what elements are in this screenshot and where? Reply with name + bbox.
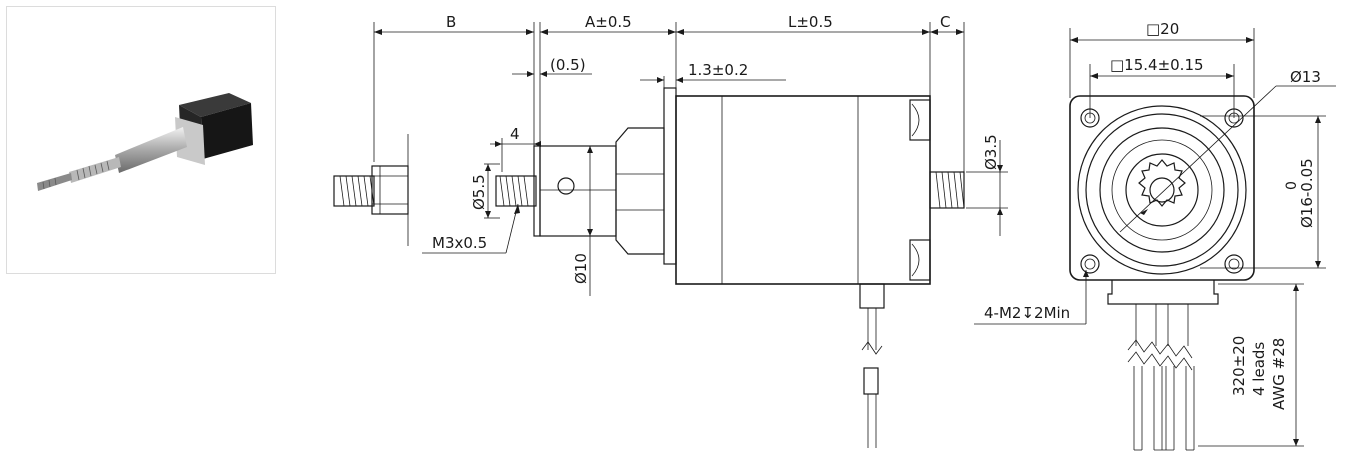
lead-length-label: 320±20 — [1230, 336, 1248, 396]
dim-pilot-diameter-label: Ø13 — [1290, 68, 1321, 86]
dimension-boss-diameter: Ø10 — [572, 146, 593, 296]
dim-a-label: A±0.5 — [585, 13, 632, 31]
depth-icon: ↧ — [1021, 304, 1034, 322]
front-square-plate — [1069, 95, 1255, 281]
dimension-square-20: □20 — [1069, 20, 1255, 98]
dim-square-label: □20 — [1146, 20, 1179, 38]
dim-hole-pitch-label: □15.4±0.15 — [1110, 56, 1204, 74]
coupling-and-flange — [615, 87, 677, 265]
dim-front-boss-upper-label: 0 — [1284, 181, 1300, 190]
dim-thread-length-label: 4 — [510, 125, 520, 143]
side-lead-wires — [859, 283, 885, 448]
dim-offset-label: (0.5) — [550, 56, 586, 74]
dim-l-label: L±0.5 — [788, 13, 833, 31]
dimension-offset: (0.5) — [512, 56, 592, 77]
dimension-c: C — [930, 13, 965, 172]
rear-screw — [929, 171, 965, 209]
dim-c-label: C — [940, 13, 950, 31]
dimension-flange: 1.3±0.2 — [640, 61, 786, 88]
front-lead-wires — [1107, 280, 1219, 451]
dimension-l: L±0.5 — [676, 13, 931, 96]
thread-spec-label: M3x0.5 — [432, 234, 487, 252]
dimension-thread-diameter: Ø5.5 — [470, 163, 500, 219]
mounting-hole-callout: 4-M2↧2Min — [974, 270, 1089, 325]
nut-and-thread — [495, 145, 617, 237]
detached-lead-screw — [333, 134, 409, 246]
dimension-pilot-diameter: Ø13 — [1119, 68, 1336, 233]
lead-gauge-label: AWG #28 — [1270, 338, 1288, 410]
dimension-hole-pitch: □15.4±0.15 — [1089, 56, 1235, 118]
dimension-rear-screw: Ø3.5 — [966, 134, 1008, 236]
dimension-a: A±0.5 — [539, 13, 677, 146]
dimension-lead-length: 320±20 4 leads AWG #28 — [1198, 283, 1304, 447]
lead-count-label: 4 leads — [1250, 342, 1268, 396]
dim-thread-diameter-label: Ø5.5 — [470, 174, 488, 210]
dim-flange-label: 1.3±0.2 — [688, 61, 748, 79]
dimension-thread-length: 4 — [490, 125, 541, 172]
stepper-linear-actuator-photo — [37, 93, 253, 191]
motor-body — [675, 95, 931, 285]
dim-rear-screw-label: Ø3.5 — [982, 134, 1000, 170]
dim-front-boss-label: Ø16-0.05 — [1298, 158, 1316, 228]
product-photo-frame — [6, 6, 276, 274]
dimension-b: B — [373, 13, 535, 162]
thread-spec-callout: M3x0.5 — [422, 203, 520, 254]
dim-b-label: B — [446, 13, 456, 31]
dim-boss-diameter-label: Ø10 — [572, 253, 590, 284]
dimension-front-boss: 0 Ø16-0.05 — [1200, 115, 1326, 269]
mounting-holes-label: 4-M2 — [984, 304, 1021, 322]
svg-text:4-M2↧2Min: 4-M2↧2Min — [984, 304, 1070, 322]
hole-depth-label: 2Min — [1034, 304, 1070, 322]
